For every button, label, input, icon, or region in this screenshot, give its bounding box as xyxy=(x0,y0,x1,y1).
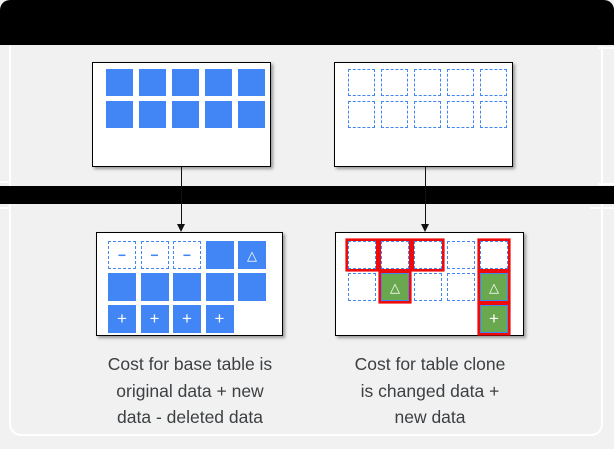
block-original-data xyxy=(205,101,232,128)
table-clone-box xyxy=(334,62,513,167)
card-edge-tick xyxy=(598,183,614,185)
block-original-data xyxy=(205,69,232,96)
delta-icon: △ xyxy=(247,247,257,263)
block-unchanged-data xyxy=(414,69,441,96)
block-billed-unchanged xyxy=(348,241,376,269)
delta-icon: △ xyxy=(489,279,499,295)
minus-icon: − xyxy=(182,247,192,263)
card-edge-tick xyxy=(0,207,9,209)
block-deleted-data: − xyxy=(140,241,169,269)
card-outline xyxy=(9,46,603,436)
card-edge-tick xyxy=(590,207,614,209)
block-original-data xyxy=(106,69,133,96)
block-billed-changed: △ xyxy=(381,273,409,301)
block-original-data xyxy=(205,241,234,269)
table-clone-arrow xyxy=(420,167,429,232)
plus-icon: + xyxy=(149,309,160,328)
block-unchanged-data xyxy=(480,69,507,96)
block-new-data: + xyxy=(108,305,136,333)
block-unchanged-data xyxy=(447,101,474,128)
block-unchanged-data xyxy=(348,69,375,96)
block-billed-changed: △ xyxy=(480,273,508,301)
block-billed-unchanged xyxy=(381,241,409,269)
block-unchanged-data xyxy=(480,101,507,128)
block-changed-data: △ xyxy=(238,241,266,269)
base-table-cost-box: − − − △ + + + + xyxy=(96,232,283,336)
minus-icon: − xyxy=(117,247,127,263)
block-billed-unchanged xyxy=(414,241,442,269)
block-unchanged-data xyxy=(447,273,475,301)
block-original-data xyxy=(238,101,265,128)
block-unchanged-data xyxy=(414,273,442,301)
block-original-data xyxy=(238,273,266,301)
block-original-data xyxy=(238,69,265,96)
block-unchanged-data xyxy=(447,69,474,96)
block-billed-new: + xyxy=(480,305,508,333)
plus-icon: + xyxy=(214,309,225,328)
block-original-data xyxy=(172,69,199,96)
block-deleted-data: − xyxy=(173,241,201,269)
block-unchanged-data xyxy=(447,241,475,269)
block-new-data: + xyxy=(205,305,234,333)
block-billed-unchanged xyxy=(480,241,508,269)
block-deleted-data: − xyxy=(108,241,136,269)
block-original-data xyxy=(205,273,234,301)
plus-icon: + xyxy=(117,309,127,328)
card-edge-tick xyxy=(0,181,9,183)
block-new-data: + xyxy=(173,305,201,333)
block-original-data xyxy=(108,273,136,301)
block-unchanged-data xyxy=(348,273,376,301)
block-original-data xyxy=(139,69,166,96)
block-original-data xyxy=(139,101,166,128)
block-unchanged-data xyxy=(381,69,408,96)
plus-icon: + xyxy=(489,309,499,328)
block-original-data xyxy=(172,101,199,128)
block-new-data: + xyxy=(140,305,169,333)
minus-icon: − xyxy=(150,247,159,263)
table-clone-caption: Cost for table clone is changed data + n… xyxy=(354,354,506,427)
block-unchanged-data xyxy=(414,101,441,128)
base-table-box xyxy=(92,62,271,167)
card-edge-tick xyxy=(598,47,614,49)
delta-icon: △ xyxy=(390,279,400,295)
top-black-bar xyxy=(0,0,614,45)
block-original-data xyxy=(173,273,201,301)
block-original-data xyxy=(106,101,133,128)
block-unchanged-data xyxy=(381,101,408,128)
base-table-arrow xyxy=(176,167,185,232)
plus-icon: + xyxy=(182,309,192,328)
block-unchanged-data xyxy=(348,101,375,128)
block-original-data xyxy=(140,273,169,301)
base-table-caption: Cost for base table is original data + n… xyxy=(107,354,273,427)
middle-black-bar xyxy=(0,186,614,204)
table-clone-cost-box: △ △ + xyxy=(335,232,524,336)
